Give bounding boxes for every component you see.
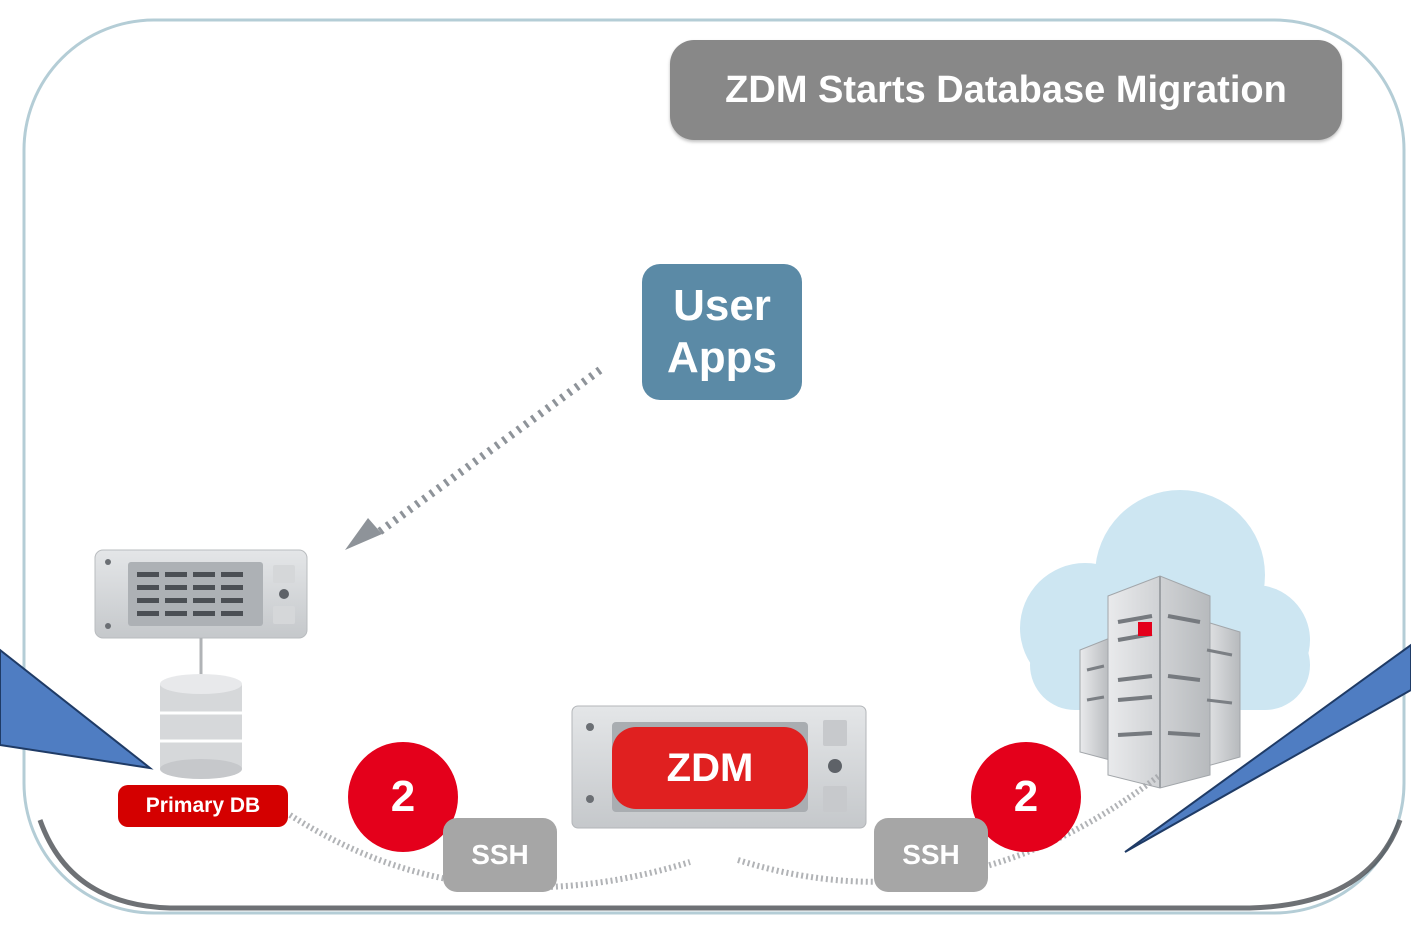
- ssh-label-right: SSH: [874, 818, 988, 892]
- right-callout: [1124, 643, 1411, 853]
- app-connection-arrow: [372, 366, 603, 539]
- diagram-title: ZDM Starts Database Migration: [670, 40, 1342, 140]
- ssh-label-left: SSH: [443, 818, 557, 892]
- cloud-servers-icon: [1079, 575, 1241, 789]
- primary-db-label: Primary DB: [118, 785, 288, 827]
- user-apps-box: User Apps: [642, 264, 802, 400]
- ssh-arc-left: [288, 812, 691, 891]
- left-callout: [0, 648, 154, 770]
- step-badge-left: 2: [348, 742, 458, 852]
- zdm-label: ZDM: [612, 727, 808, 809]
- ssh-arc-right: [737, 772, 1162, 885]
- step-badge-right: 2: [971, 742, 1081, 852]
- source-server-icon: [94, 549, 308, 639]
- panel-shadow: [37, 819, 1403, 911]
- database-icon: [160, 674, 242, 779]
- arrow-head: [345, 518, 382, 550]
